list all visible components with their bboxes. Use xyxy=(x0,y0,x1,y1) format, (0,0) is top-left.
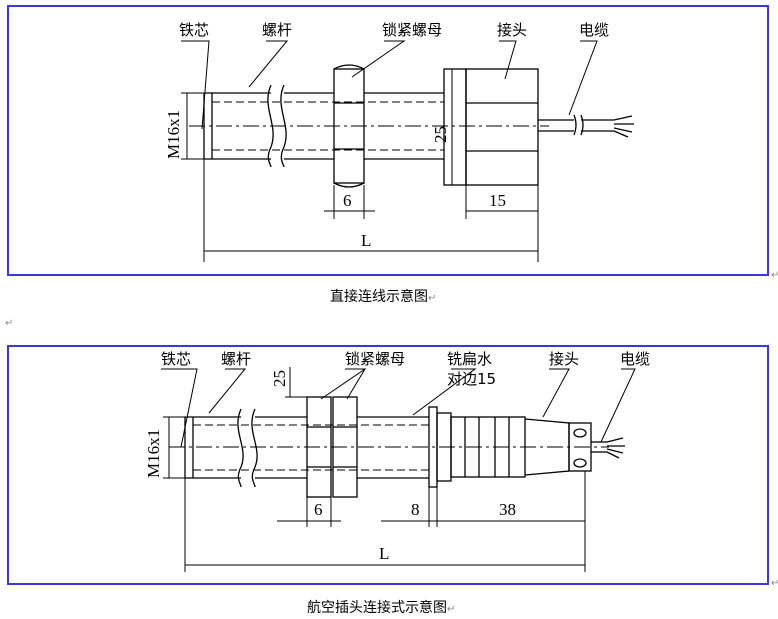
aviation-plug-drawing: 铁芯 螺杆 锁紧螺母 铣扁水 对边15 接头 电缆 M16x1 25 6 8 3… xyxy=(144,350,650,572)
dim-thread: M16x1 xyxy=(144,429,163,478)
label-connector: 接头 xyxy=(497,21,527,39)
label-milled-flat: 铣扁水 xyxy=(447,350,492,368)
dim-25: 25 xyxy=(431,126,450,143)
direct-wiring-diagram-panel: 铁芯 螺杆 锁紧螺母 接头 电缆 M16x1 25 6 15 L xyxy=(7,5,769,276)
label-lock-nut: 锁紧螺母 xyxy=(345,350,405,368)
dim-38: 38 xyxy=(499,500,516,519)
label-across-flats: 对边15 xyxy=(447,370,496,388)
return-mark: ↵ xyxy=(771,578,778,589)
return-mark: ↵ xyxy=(5,318,14,329)
label-core: 铁芯 xyxy=(179,21,209,39)
dim-6: 6 xyxy=(343,191,352,210)
label-screw: 螺杆 xyxy=(262,21,292,39)
label-connector: 接头 xyxy=(549,350,579,368)
label-lock-nut: 锁紧螺母 xyxy=(382,21,442,39)
dim-15: 15 xyxy=(489,191,506,210)
label-screw: 螺杆 xyxy=(221,350,251,368)
caption-direct-wiring: 直接连线示意图↵ xyxy=(330,286,436,306)
dim-L: L xyxy=(379,544,389,563)
aviation-plug-diagram-panel: 铁芯 螺杆 锁紧螺母 铣扁水 对边15 接头 电缆 M16x1 25 6 8 3… xyxy=(7,345,769,585)
return-mark: ↵ xyxy=(447,604,456,615)
caption-aviation-plug: 航空插头连接式示意图↵ xyxy=(307,597,455,617)
dim-thread: M16x1 xyxy=(164,110,183,159)
dim-6: 6 xyxy=(314,500,323,519)
dim-8: 8 xyxy=(411,500,420,519)
label-cable: 电缆 xyxy=(579,21,609,39)
dim-L: L xyxy=(361,231,371,250)
label-cable: 电缆 xyxy=(620,350,650,368)
caption-aviation-plug-text: 航空插头连接式示意图 xyxy=(307,600,447,616)
return-mark: ↵ xyxy=(771,270,778,281)
return-mark: ↵ xyxy=(428,293,437,304)
caption-direct-wiring-text: 直接连线示意图 xyxy=(330,289,428,305)
direct-wiring-drawing: 铁芯 螺杆 锁紧螺母 接头 电缆 M16x1 25 6 15 L xyxy=(164,21,634,262)
dim-25: 25 xyxy=(270,370,289,387)
label-core: 铁芯 xyxy=(161,350,191,368)
